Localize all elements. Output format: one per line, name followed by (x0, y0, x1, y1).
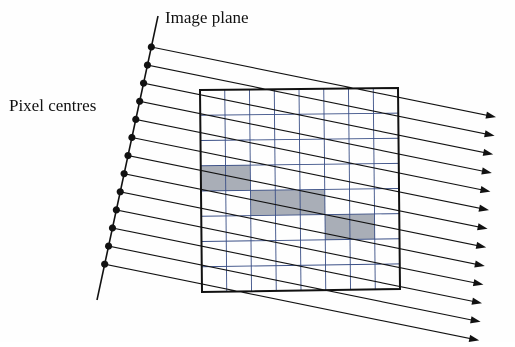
ray (131, 136, 484, 210)
pixel-centres-label: Pixel centres (9, 96, 97, 115)
ray-arrowhead (481, 167, 492, 175)
shaded-cell (275, 189, 301, 216)
ray-arrowhead (475, 241, 487, 249)
shaded-cell (200, 165, 226, 191)
pixel-centre-dot (143, 61, 152, 69)
pixel-centre-dot (147, 43, 155, 51)
projection-rays (104, 46, 496, 342)
pixel-centre-dot (132, 115, 140, 123)
ray (143, 82, 488, 154)
ray-arrowhead (485, 111, 496, 119)
ray (139, 100, 487, 173)
grid-line-horizontal (200, 188, 400, 192)
shaded-cell (325, 214, 350, 240)
ray (112, 227, 477, 303)
ray-arrowhead (474, 260, 485, 268)
ray (120, 191, 480, 266)
ray-arrowhead (472, 279, 484, 287)
pixel-centre-dot (136, 97, 144, 105)
image-plane-label: Image plane (165, 8, 249, 27)
pixel-centre-dot (124, 152, 132, 160)
shaded-cells (200, 165, 375, 240)
image-plane (96, 15, 159, 301)
pixel-grid (198, 86, 402, 294)
ray-arrowhead (468, 334, 480, 342)
ray (104, 263, 474, 340)
ray (147, 64, 489, 136)
grid-border (198, 86, 402, 294)
ray-arrowhead (471, 297, 482, 305)
ray-arrowhead (484, 130, 495, 138)
ray-arrowhead (470, 316, 481, 324)
ray-arrowhead (479, 186, 491, 194)
pixel-centre-dot (120, 170, 128, 178)
ray (124, 173, 481, 247)
ray (135, 118, 485, 191)
grid-line-horizontal (200, 137, 399, 141)
ray-arrowhead (478, 204, 489, 212)
shaded-cell (250, 190, 276, 216)
pixel-centre-dot (104, 242, 113, 250)
pixel-centre-dot (112, 206, 120, 214)
ray (127, 155, 482, 229)
grid-line-horizontal (201, 213, 400, 217)
grid-line-horizontal (200, 112, 399, 116)
shaded-cell (300, 189, 325, 215)
pixel-centre-dot (139, 79, 148, 87)
shaded-cell (349, 213, 375, 240)
ray (151, 46, 491, 117)
ray (116, 209, 478, 284)
grid-line-horizontal (200, 162, 399, 167)
pixel-centre-dot (128, 133, 136, 142)
pixel-centre-dot (108, 224, 117, 232)
grid-line-horizontal (201, 263, 400, 268)
pixel-centre-dot (101, 260, 109, 268)
grid-line-horizontal (201, 238, 400, 242)
ray-arrowhead (477, 223, 488, 231)
ray (108, 245, 475, 322)
pixel-centre-dot (116, 188, 124, 196)
ray-arrowhead (482, 148, 494, 156)
